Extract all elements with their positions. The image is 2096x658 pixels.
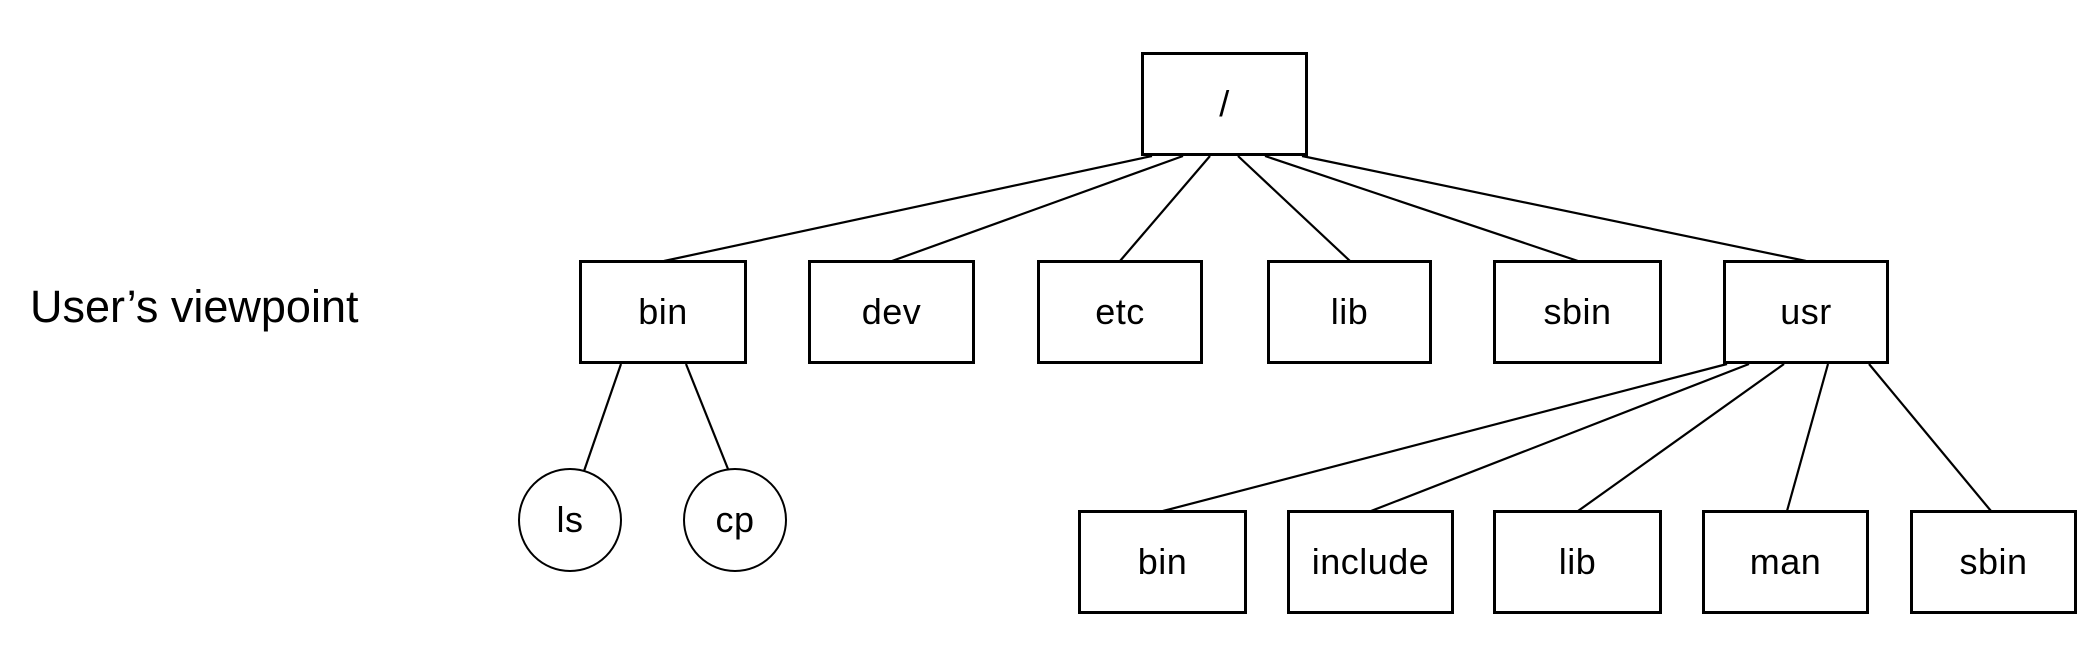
edge-usr-sbin (1868, 363, 1992, 512)
edge-root-dev (891, 154, 1184, 263)
node-sbin: sbin (1493, 260, 1662, 364)
node-usr-bin-label: bin (1137, 541, 1188, 582)
edge-bin-cp (684, 363, 730, 470)
node-usr-sbin-label: sbin (1959, 541, 2028, 582)
node-cp-label: cp (715, 499, 755, 540)
node-root: / (1141, 52, 1308, 156)
edge-usr-lib (1577, 363, 1785, 512)
edge-root-etc (1119, 155, 1211, 262)
edge-bin-ls (581, 363, 623, 475)
node-dev-label: dev (861, 291, 922, 332)
node-usr-sbin: sbin (1910, 510, 2077, 614)
node-bin-label: bin (638, 291, 688, 332)
node-lib-label: lib (1330, 291, 1369, 332)
node-usr-bin: bin (1078, 510, 1247, 614)
node-etc-label: etc (1095, 291, 1145, 332)
node-dev: dev (808, 260, 975, 364)
node-usr-lib-label: lib (1558, 541, 1597, 582)
node-cp: cp (683, 468, 787, 572)
node-ls: ls (518, 468, 622, 572)
node-etc: etc (1037, 260, 1203, 364)
node-sbin-label: sbin (1543, 291, 1612, 332)
edge-root-sbin (1264, 154, 1579, 263)
edge-usr-bin (1162, 362, 1728, 513)
node-usr-include-label: include (1311, 541, 1430, 582)
edge-root-bin (663, 154, 1153, 263)
node-usr-lib: lib (1493, 510, 1662, 614)
node-ls-label: ls (556, 499, 584, 540)
node-usr-include: include (1287, 510, 1454, 614)
edge-usr-man (1785, 363, 1830, 512)
node-usr-man-label: man (1749, 541, 1822, 582)
node-usr-man: man (1702, 510, 1869, 614)
node-bin: bin (579, 260, 747, 364)
edge-root-usr (1301, 154, 1807, 263)
node-root-label: / (1219, 83, 1230, 124)
viewpoint-caption: User’s viewpoint (30, 281, 359, 332)
node-lib: lib (1267, 260, 1432, 364)
edge-root-lib (1237, 155, 1351, 262)
node-usr-label: usr (1780, 291, 1832, 332)
node-usr: usr (1723, 260, 1889, 364)
edge-usr-include (1370, 362, 1750, 513)
